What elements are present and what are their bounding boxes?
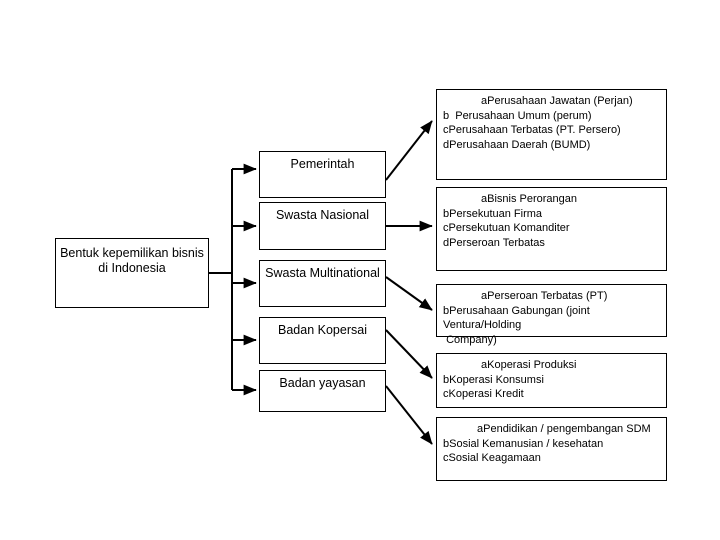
- detail-line: cSosial Keagamaan: [443, 452, 541, 464]
- detail-line: aPerusahaan Jawatan (Perjan): [481, 95, 633, 107]
- detail-line: bPerusahaan Gabungan (joint Ventura/Hold…: [443, 304, 590, 346]
- node-category-pemerintah[interactable]: Pemerintah: [259, 151, 386, 198]
- detail-line: bKoperasi Konsumsi: [443, 373, 544, 386]
- node-root-label: Bentuk kepemilikan bisnis di Indonesia: [60, 246, 204, 275]
- node-root[interactable]: Bentuk kepemilikan bisnis di Indonesia: [55, 238, 209, 308]
- detail-line: aPendidikan / pengembangan SDM: [477, 423, 651, 435]
- node-detail-badan-kopersai[interactable]: aKoperasi Produksi bKoperasi Konsumsi cK…: [436, 353, 667, 408]
- connector-swasta-multinational-to-detail: [385, 276, 433, 311]
- node-category-swasta-nasional[interactable]: Swasta Nasional: [259, 202, 386, 250]
- node-category-label: Swasta Multinational: [265, 266, 380, 280]
- node-detail-swasta-multinational[interactable]: aPerseroan Terbatas (PT) bPerusahaan Gab…: [436, 284, 667, 346]
- node-category-label: Badan yayasan: [279, 376, 366, 390]
- connector-pemerintah-to-detail: [385, 120, 433, 181]
- node-detail-swasta-nasional[interactable]: aBisnis Perorangan bPersekutuan Firma cP…: [436, 187, 667, 271]
- detail-line: aPerseroan Terbatas (PT): [481, 290, 608, 302]
- node-category-badan-kopersai[interactable]: Badan Kopersai: [259, 317, 386, 364]
- node-category-label: Swasta Nasional: [275, 208, 370, 222]
- detail-line: dPerusahaan Daerah (BUMD): [443, 138, 591, 151]
- node-detail-pemerintah[interactable]: aPerusahaan Jawatan (Perjan) b Perusahaa…: [436, 89, 667, 180]
- connector-badan-yayasan-to-detail: [385, 385, 433, 445]
- detail-line: dPerseroan Terbatas: [443, 236, 545, 249]
- node-category-label: Badan Kopersai: [278, 323, 367, 337]
- detail-line: bPersekutuan Firma: [443, 207, 543, 220]
- detail-line: cPerusahaan Terbatas (PT. Persero): [443, 124, 621, 136]
- detail-line: aBisnis Perorangan: [481, 193, 578, 205]
- node-category-badan-yayasan[interactable]: Badan yayasan: [259, 370, 386, 412]
- detail-line: cPersekutuan Komanditer: [443, 222, 570, 234]
- node-detail-badan-yayasan[interactable]: aPendidikan / pengembangan SDM bSosial K…: [436, 417, 667, 481]
- node-category-label: Pemerintah: [290, 157, 355, 171]
- detail-line: b Perusahaan Umum (perum): [443, 109, 592, 122]
- connector-badan-kopersai-to-detail: [385, 329, 433, 379]
- detail-line: aKoperasi Produksi: [481, 359, 577, 371]
- detail-line: cKoperasi Kredit: [443, 388, 524, 400]
- node-category-swasta-multinational[interactable]: Swasta Multinational: [259, 260, 386, 307]
- detail-line: bSosial Kemanusian / kesehatan: [443, 437, 604, 450]
